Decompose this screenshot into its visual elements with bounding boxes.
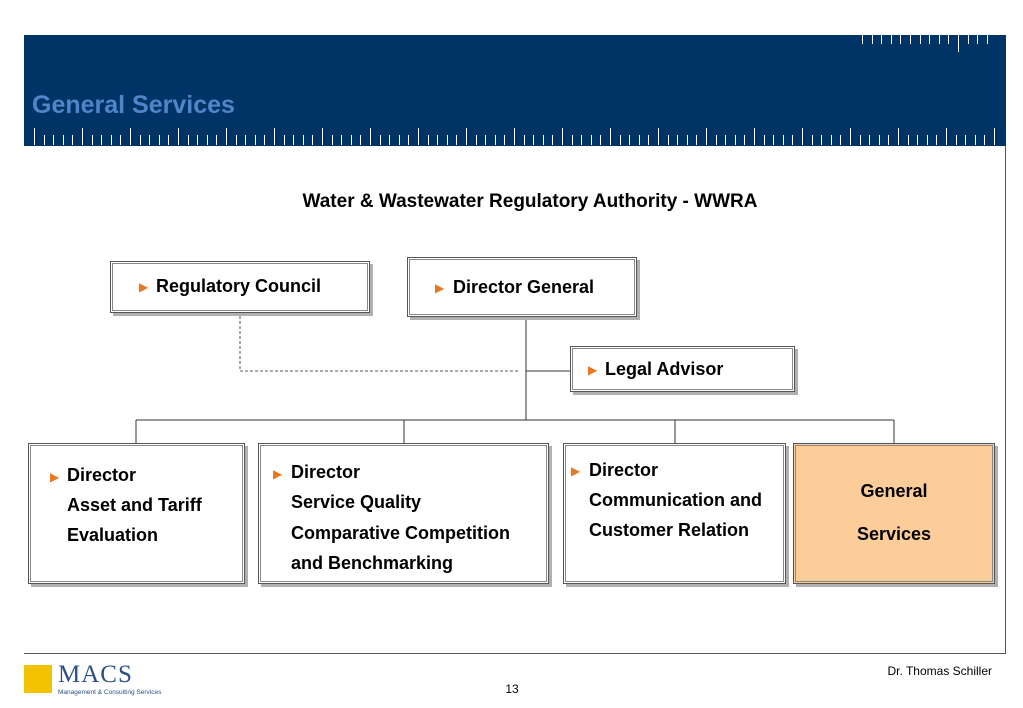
director-asset-line-3: Evaluation: [67, 525, 159, 545]
director-communication-line-2: Communication and: [589, 490, 763, 510]
director-general-label: Director General: [453, 277, 595, 297]
box-director-service: ▶ Director Service Quality Comparative C…: [258, 443, 549, 584]
frame-bottom-border: [24, 653, 1006, 654]
box-director-general: ▶ Director General: [407, 257, 637, 317]
macs-logo: MACS: [58, 661, 133, 688]
box-legal-advisor: ▶ Legal Advisor: [570, 346, 795, 392]
org-chart-title: Water & Wastewater Regulatory Authority …: [302, 191, 758, 212]
caret-right-icon: ▶: [139, 280, 149, 294]
director-communication-line-1: Director: [589, 460, 659, 480]
caret-right-icon: ▶: [435, 281, 445, 295]
director-service-line-4: and Benchmarking: [291, 553, 454, 573]
general-services-line-1: General: [860, 481, 928, 501]
director-service-line-2: Service Quality: [291, 492, 422, 512]
director-asset-line-1: Director: [67, 465, 137, 485]
frame-right-border: [1005, 146, 1006, 654]
director-communication-line-3: Customer Relation: [589, 520, 750, 540]
connector-regulatory-council-dashed: [239, 316, 520, 372]
macs-logo-subtitle: Management & Consulting Services: [58, 689, 162, 696]
header-band: General Services: [24, 35, 1006, 146]
caret-right-icon: ▶: [50, 470, 60, 484]
caret-right-icon: ▶: [571, 464, 581, 478]
caret-right-icon: ▶: [588, 363, 598, 377]
box-regulatory-council: ▶ Regulatory Council: [110, 261, 370, 313]
general-services-line-2: Services: [856, 524, 932, 544]
caret-right-icon: ▶: [273, 467, 283, 481]
box-director-asset: ▶ Director Asset and Tariff Evaluation: [28, 443, 245, 584]
box-director-communication: ▶ Director Communication and Customer Re…: [563, 443, 786, 584]
macs-logo-square: [24, 665, 52, 693]
director-asset-line-2: Asset and Tariff: [67, 495, 202, 515]
director-service-line-3: Comparative Competition: [291, 523, 511, 543]
regulatory-council-label: Regulatory Council: [156, 276, 322, 296]
box-general-services: General Services: [793, 443, 995, 584]
legal-advisor-label: Legal Advisor: [605, 359, 724, 379]
page-number: 13: [505, 682, 519, 696]
author-name: Dr. Thomas Schiller: [887, 664, 992, 678]
header-tick-marks: [34, 35, 995, 145]
director-service-line-1: Director: [291, 462, 361, 482]
page-title: General Services: [32, 91, 235, 119]
